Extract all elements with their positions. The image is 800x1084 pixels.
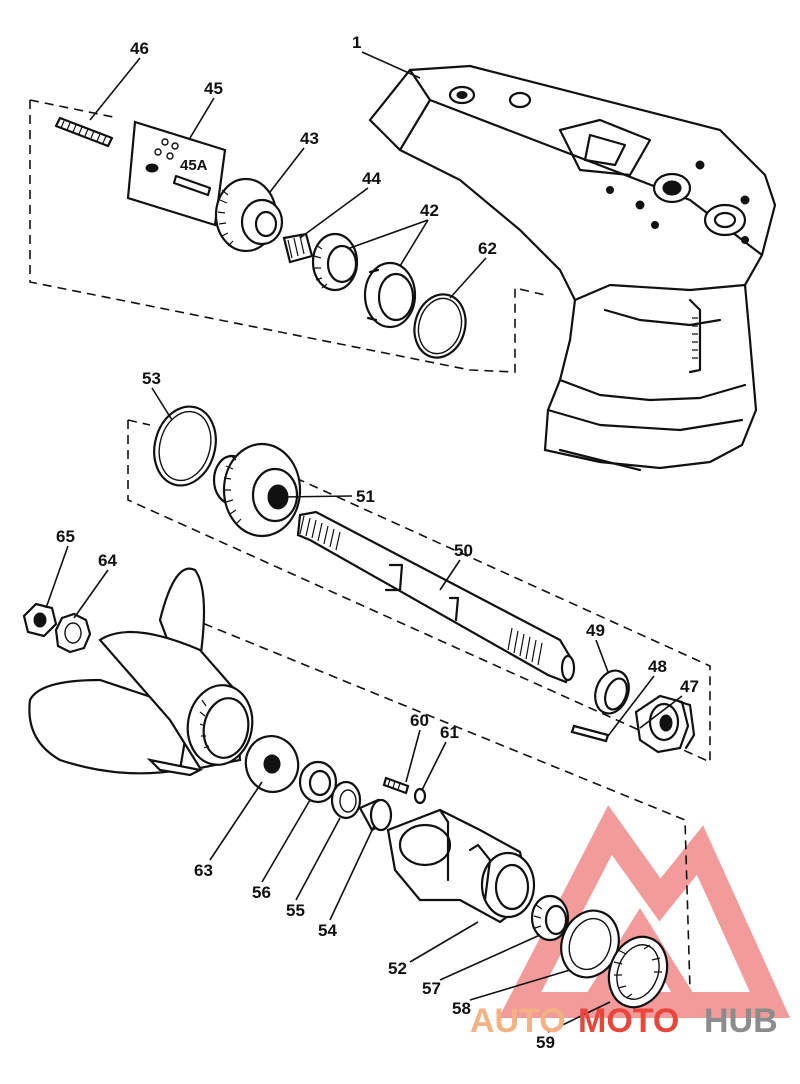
propeller-shaft bbox=[296, 510, 576, 684]
bearing-carrier bbox=[386, 808, 536, 924]
callout-62: 62 bbox=[478, 239, 497, 258]
threaded-stud bbox=[54, 116, 114, 148]
callout-1: 1 bbox=[352, 33, 361, 52]
pinion-gear bbox=[214, 177, 284, 253]
callout-55: 55 bbox=[286, 901, 305, 920]
bearing-cup bbox=[363, 261, 417, 329]
callout-56: 56 bbox=[252, 883, 271, 902]
leader-lines bbox=[45, 51, 683, 1033]
callout-46: 46 bbox=[130, 39, 149, 58]
callout-57: 57 bbox=[422, 979, 441, 998]
screw-washer bbox=[413, 787, 427, 805]
bearing-carrier-screw bbox=[382, 776, 410, 795]
callout-53: 53 bbox=[142, 369, 161, 388]
callout-47: 47 bbox=[680, 677, 699, 696]
callout-49: 49 bbox=[586, 621, 605, 640]
retaining-pin bbox=[570, 724, 610, 743]
assembly-group-lower bbox=[189, 617, 691, 991]
assembly-group-upper bbox=[29, 99, 546, 373]
callout-63: 63 bbox=[194, 861, 213, 880]
propeller bbox=[28, 567, 254, 777]
callout-43: 43 bbox=[300, 129, 319, 148]
inner-seal bbox=[330, 780, 362, 820]
callout-45: 45 bbox=[204, 79, 223, 98]
forward-gear bbox=[212, 442, 302, 538]
watermark-part-moto: MOTO bbox=[578, 1002, 679, 1040]
callout-64: 64 bbox=[98, 551, 117, 570]
callout-45a: 45A bbox=[180, 157, 208, 174]
callout-48: 48 bbox=[648, 657, 667, 676]
watermark-text: AUTO MOTO HUB bbox=[470, 1002, 778, 1040]
gearcase-housing bbox=[368, 64, 777, 472]
carrier-bearing bbox=[530, 894, 570, 942]
callout-65: 65 bbox=[56, 527, 75, 546]
callout-42: 42 bbox=[420, 201, 439, 220]
tapered-roller-bearing bbox=[311, 232, 359, 292]
callout-51: 51 bbox=[356, 487, 375, 506]
assembly-group-middle bbox=[127, 419, 711, 764]
tab-washer bbox=[54, 612, 92, 654]
callout-61: 61 bbox=[440, 723, 459, 742]
callout-52: 52 bbox=[388, 959, 407, 978]
thrust-ring bbox=[594, 669, 630, 715]
thrust-bearing bbox=[607, 935, 669, 1009]
o-ring-large bbox=[153, 405, 217, 487]
needle-bearing bbox=[358, 798, 393, 832]
watermark-part-hub: HUB bbox=[704, 1002, 778, 1040]
callout-59: 59 bbox=[536, 1033, 555, 1052]
callout-60: 60 bbox=[410, 711, 429, 730]
callout-44: 44 bbox=[362, 169, 381, 188]
thrust-washer bbox=[244, 735, 300, 793]
shim-kit-card bbox=[126, 120, 227, 227]
oil-seal bbox=[298, 760, 338, 804]
propeller-nut bbox=[22, 602, 58, 638]
callout-54: 54 bbox=[318, 921, 337, 940]
o-ring-upper bbox=[413, 293, 467, 359]
watermark-part-auto: AUTO bbox=[470, 1002, 566, 1040]
clutch-dog bbox=[634, 694, 696, 754]
callout-50: 50 bbox=[454, 541, 473, 560]
bearing-race bbox=[282, 232, 314, 264]
callout-58: 58 bbox=[452, 999, 471, 1018]
